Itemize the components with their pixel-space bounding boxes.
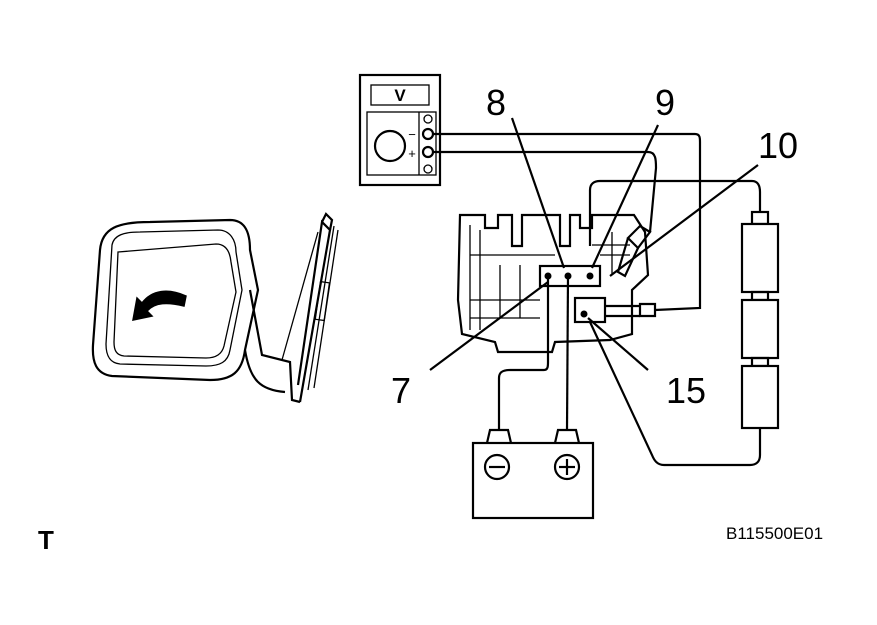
pin-label-10: 10 [758, 125, 798, 166]
battery-wires [497, 275, 570, 431]
meter-minus-sign: − [408, 127, 416, 142]
battery [471, 428, 595, 520]
meter-plus-sign: + [408, 146, 416, 161]
leader-lines [429, 117, 759, 371]
side-mirror-illustration [91, 212, 339, 404]
corner-mark: T [38, 525, 54, 555]
pin-label-9: 9 [655, 82, 675, 123]
series-element [588, 179, 780, 467]
pin-label-15: 15 [666, 370, 706, 411]
meter-leads [433, 132, 702, 318]
pin-label-8: 8 [486, 82, 506, 123]
connector [456, 213, 650, 354]
voltmeter-label: V [394, 86, 406, 105]
arrow-icon [132, 290, 187, 321]
figure-code: B115500E01 [726, 524, 823, 543]
pin-label-7: 7 [391, 370, 411, 411]
